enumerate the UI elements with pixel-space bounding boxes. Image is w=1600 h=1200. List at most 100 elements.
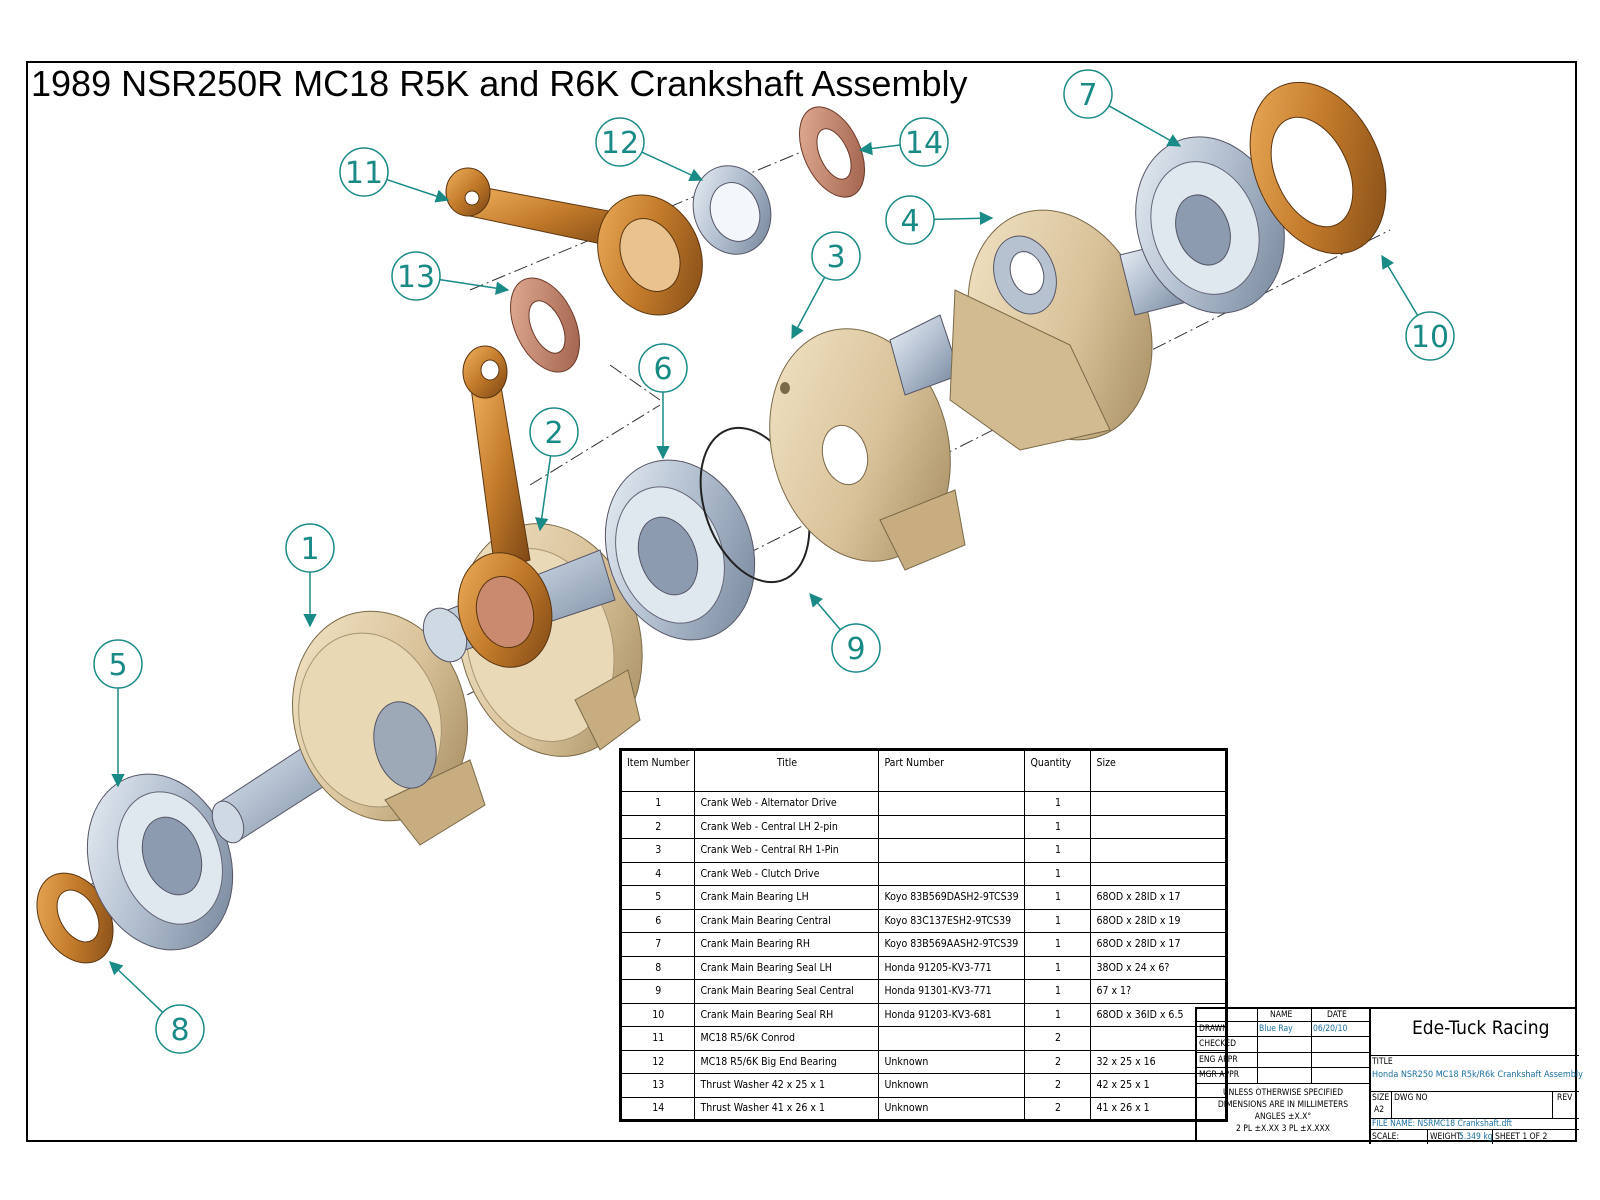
bom-header-title: Title xyxy=(694,749,880,792)
cell-title: MC18 R5/6K Conrod xyxy=(694,1026,880,1051)
balloon-leader-13 xyxy=(439,278,510,295)
cell-size: 68OD x 28ID x 17 xyxy=(1090,885,1228,910)
balloon-13 xyxy=(391,251,441,301)
cell-item: 13 xyxy=(619,1073,696,1098)
cell-size xyxy=(1090,814,1228,839)
cell-quantity: 1 xyxy=(1024,861,1092,886)
cell-title: Crank Main Bearing LH xyxy=(694,885,880,910)
balloon-label-9: 9 xyxy=(846,632,865,667)
cell-size: 32 x 25 x 16 xyxy=(1090,1049,1228,1074)
part-8-seal-lh xyxy=(36,872,114,964)
cell-item: 14 xyxy=(619,1096,696,1121)
tb-weight-value: 5.349 kg xyxy=(1459,1132,1493,1142)
cell-title: Crank Main Bearing Seal LH xyxy=(694,955,880,980)
cell-part-number xyxy=(878,814,1026,839)
cell-item: 12 xyxy=(619,1049,696,1074)
part-13-thrust-washer xyxy=(510,277,580,373)
tb-scale-label: SCALE: xyxy=(1372,1132,1400,1142)
balloon-7 xyxy=(1063,69,1113,119)
cell-part-number: Koyo 83B569AASH2-9TCS39 xyxy=(878,932,1026,957)
cell-item: 7 xyxy=(619,932,696,957)
cell-size xyxy=(1090,1026,1228,1051)
cell-quantity: 1 xyxy=(1024,814,1092,839)
cell-item: 11 xyxy=(619,1026,696,1051)
tb-title-value: Honda NSR250 MC18 R5k/R6k Crankshaft Ass… xyxy=(1372,1070,1583,1080)
tb-weight-label: WEIGHT: xyxy=(1430,1132,1463,1142)
cell-part-number: Unknown xyxy=(878,1096,1026,1121)
bill-of-materials: Item Number Title Part Number Quantity S… xyxy=(619,748,1229,1122)
cell-part-number xyxy=(878,838,1026,863)
cell-part-number: Honda 91205-KV3-771 xyxy=(878,955,1026,980)
tb-size-value: A2 xyxy=(1374,1105,1385,1115)
cell-title: Crank Main Bearing RH xyxy=(694,932,880,957)
cell-size: 68OD x 36ID x 6.5 xyxy=(1090,1002,1228,1027)
cell-quantity: 1 xyxy=(1024,932,1092,957)
tb-eng-appr-label: ENG APPR xyxy=(1199,1055,1238,1065)
cell-part-number: Honda 91301-KV3-771 xyxy=(878,979,1026,1004)
part-10-seal-rh xyxy=(1249,81,1387,255)
cell-part-number xyxy=(878,1026,1026,1051)
balloon-label-10: 10 xyxy=(1411,320,1449,355)
tb-checked-label: CHECKED xyxy=(1199,1039,1237,1049)
bom-header-item: Item Number xyxy=(619,749,696,792)
cell-quantity: 1 xyxy=(1024,885,1092,910)
cell-item: 8 xyxy=(619,955,696,980)
cell-title: Crank Main Bearing Seal RH xyxy=(694,1002,880,1027)
cell-size: 38OD x 24 x 6? xyxy=(1090,955,1228,980)
bom-header-quantity: Quantity xyxy=(1024,749,1092,792)
balloon-10 xyxy=(1405,311,1455,361)
part-5-main-bearing-lh xyxy=(86,773,234,951)
cell-part-number xyxy=(878,791,1026,816)
tb-drawn-date: 06/20/10 xyxy=(1313,1024,1348,1034)
cell-item: 9 xyxy=(619,979,696,1004)
cell-quantity: 1 xyxy=(1024,955,1092,980)
drawing-border xyxy=(26,61,1577,1142)
cell-item: 6 xyxy=(619,908,696,933)
cell-title: Crank Web - Central LH 2-pin xyxy=(694,814,880,839)
balloon-leader-12 xyxy=(641,151,704,182)
cell-quantity: 1 xyxy=(1024,838,1092,863)
part-12-big-end-bearing xyxy=(692,165,772,255)
cell-quantity: 1 xyxy=(1024,908,1092,933)
cell-item: 5 xyxy=(619,885,696,910)
cell-item: 10 xyxy=(619,1002,696,1027)
cell-part-number: Unknown xyxy=(878,1073,1026,1098)
part-11-conrod xyxy=(445,167,703,316)
balloon-label-5: 5 xyxy=(108,648,127,683)
tb-sheet: SHEET 1 OF 2 xyxy=(1495,1132,1548,1142)
cell-size: 41 x 26 x 1 xyxy=(1090,1096,1228,1121)
balloon-label-14: 14 xyxy=(905,126,943,161)
tb-note-line: ANGLES ±X.X° xyxy=(1254,1112,1312,1122)
part-14-thrust-washer xyxy=(799,106,865,198)
cell-title: Crank Web - Clutch Drive xyxy=(694,861,880,886)
balloon-label-1: 1 xyxy=(300,532,319,567)
cell-part-number: Honda 91203-KV3-681 xyxy=(878,1002,1026,1027)
tb-title-label: TITLE xyxy=(1372,1057,1393,1067)
cell-part-number xyxy=(878,861,1026,886)
balloon-6 xyxy=(638,343,688,393)
cell-item: 3 xyxy=(619,838,696,863)
cell-size xyxy=(1090,791,1228,816)
cell-size: 68OD x 28ID x 17 xyxy=(1090,932,1228,957)
cell-title: MC18 R5/6K Big End Bearing xyxy=(694,1049,880,1074)
balloon-9 xyxy=(831,623,881,673)
balloon-leader-4 xyxy=(933,211,994,226)
cell-size xyxy=(1090,838,1228,863)
balloon-8 xyxy=(155,1004,205,1054)
cell-size: 68OD x 28ID x 19 xyxy=(1090,908,1228,933)
balloon-label-3: 3 xyxy=(826,240,845,275)
cell-quantity: 2 xyxy=(1024,1026,1092,1051)
balloon-4 xyxy=(885,195,935,245)
balloon-12 xyxy=(595,117,645,167)
tb-size-label: SIZE xyxy=(1372,1093,1390,1103)
balloon-label-8: 8 xyxy=(170,1013,189,1048)
tb-col-name: NAME xyxy=(1270,1010,1293,1020)
